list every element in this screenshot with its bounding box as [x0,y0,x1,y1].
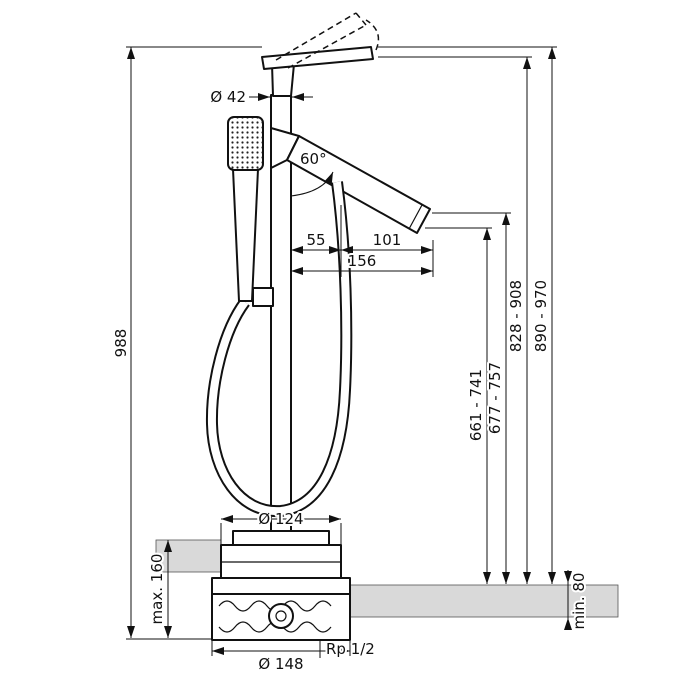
lever-alt-position-dashed [275,12,357,61]
dim-890-970-label: 890 - 970 [532,280,550,352]
dim-661-741-label: 661 - 741 [467,369,485,441]
dim-828-908-label: 828 - 908 [507,280,525,352]
dim-escutcheon-diameter-label: Ø 124 [258,510,303,528]
dim-55-label: 55 [306,231,325,249]
dim-spout-diameter-label: Ø 42 [210,88,246,106]
shower-holder-bracket [252,287,274,307]
escutcheon-top-step [232,530,330,546]
hose [205,181,353,518]
spout-outlet-line [408,204,423,230]
angle-arc [290,171,334,197]
lever-handle [261,46,374,70]
connection-port-inner [275,610,287,622]
spout [286,135,431,234]
dim-base-diameter-label: Ø 148 [258,655,303,673]
floor-right-band [349,584,619,618]
dim-connection-thread-label: Rp 1/2 [326,640,375,658]
dim-min-80-label: min. 80 [570,573,588,630]
floor [155,539,619,618]
dimension-labels: Ø 42 60° 55 101 156 988 828 - 908 890 - … [110,86,590,675]
shower-hose-fill [207,181,351,516]
hand-shower-handle [232,168,259,302]
dim-spout-angle-label: 60° [300,150,327,168]
lever-alt-end-cap-dashed [355,12,367,26]
lever-swing-arc-dashed [365,19,380,51]
faucet-body [261,12,431,532]
dim-677-757-label: 677 - 757 [486,362,504,434]
dim-max-160-label: max. 160 [148,554,166,625]
dim-156-label: 156 [348,252,377,270]
hand-shower [227,116,274,307]
dim-101-label: 101 [373,231,402,249]
dimension-lines [126,46,572,658]
connection-port-outer [268,603,294,629]
rough-in-base [211,530,351,641]
base-flange [211,577,351,595]
dim-total-height-label: 988 [112,329,130,358]
hand-shower-head [227,116,264,171]
lever-alt-position-dashed [287,24,367,69]
